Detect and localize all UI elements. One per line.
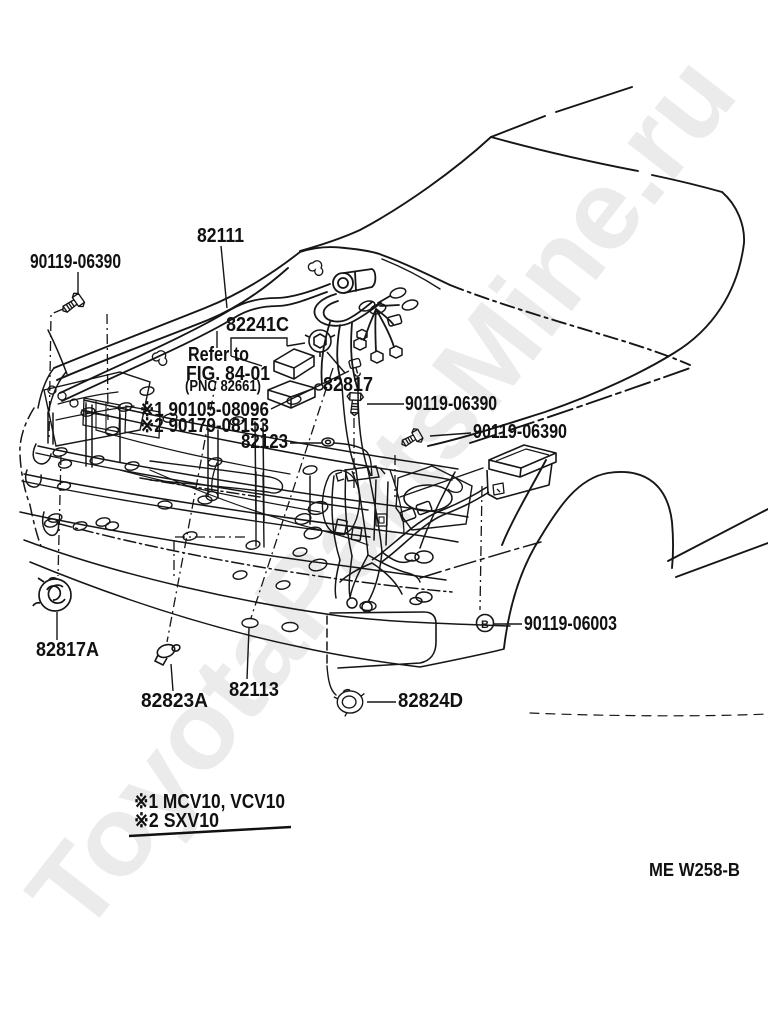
svg-text:※2 SXV10: ※2 SXV10 [134, 810, 219, 832]
svg-text:82113: 82113 [229, 679, 279, 701]
svg-text:82241C: 82241C [226, 314, 289, 336]
svg-text:※1 MCV10, VCV10: ※1 MCV10, VCV10 [134, 791, 285, 813]
svg-text:82123: 82123 [241, 431, 288, 453]
svg-text:ME W258-B: ME W258-B [649, 860, 740, 880]
svg-text:82817A: 82817A [36, 639, 99, 661]
svg-text:※1 90105-08096: ※1 90105-08096 [140, 399, 269, 421]
svg-text:※2 90179-08153: ※2 90179-08153 [140, 415, 269, 437]
svg-text:FIG. 84-01: FIG. 84-01 [186, 363, 270, 385]
svg-text:82817: 82817 [323, 374, 373, 396]
svg-text:90119-06390: 90119-06390 [473, 421, 567, 443]
svg-text:82823A: 82823A [141, 690, 208, 712]
svg-text:82824D: 82824D [398, 690, 463, 712]
svg-text:90119-06003: 90119-06003 [524, 613, 617, 635]
svg-text:Refer to: Refer to [188, 344, 249, 366]
svg-text:90119-06390: 90119-06390 [405, 393, 497, 415]
svg-text:(PNC 82661): (PNC 82661) [185, 378, 261, 395]
svg-text:82111: 82111 [197, 225, 244, 247]
svg-text:B: B [481, 619, 489, 631]
svg-text:90119-06390: 90119-06390 [30, 251, 121, 273]
